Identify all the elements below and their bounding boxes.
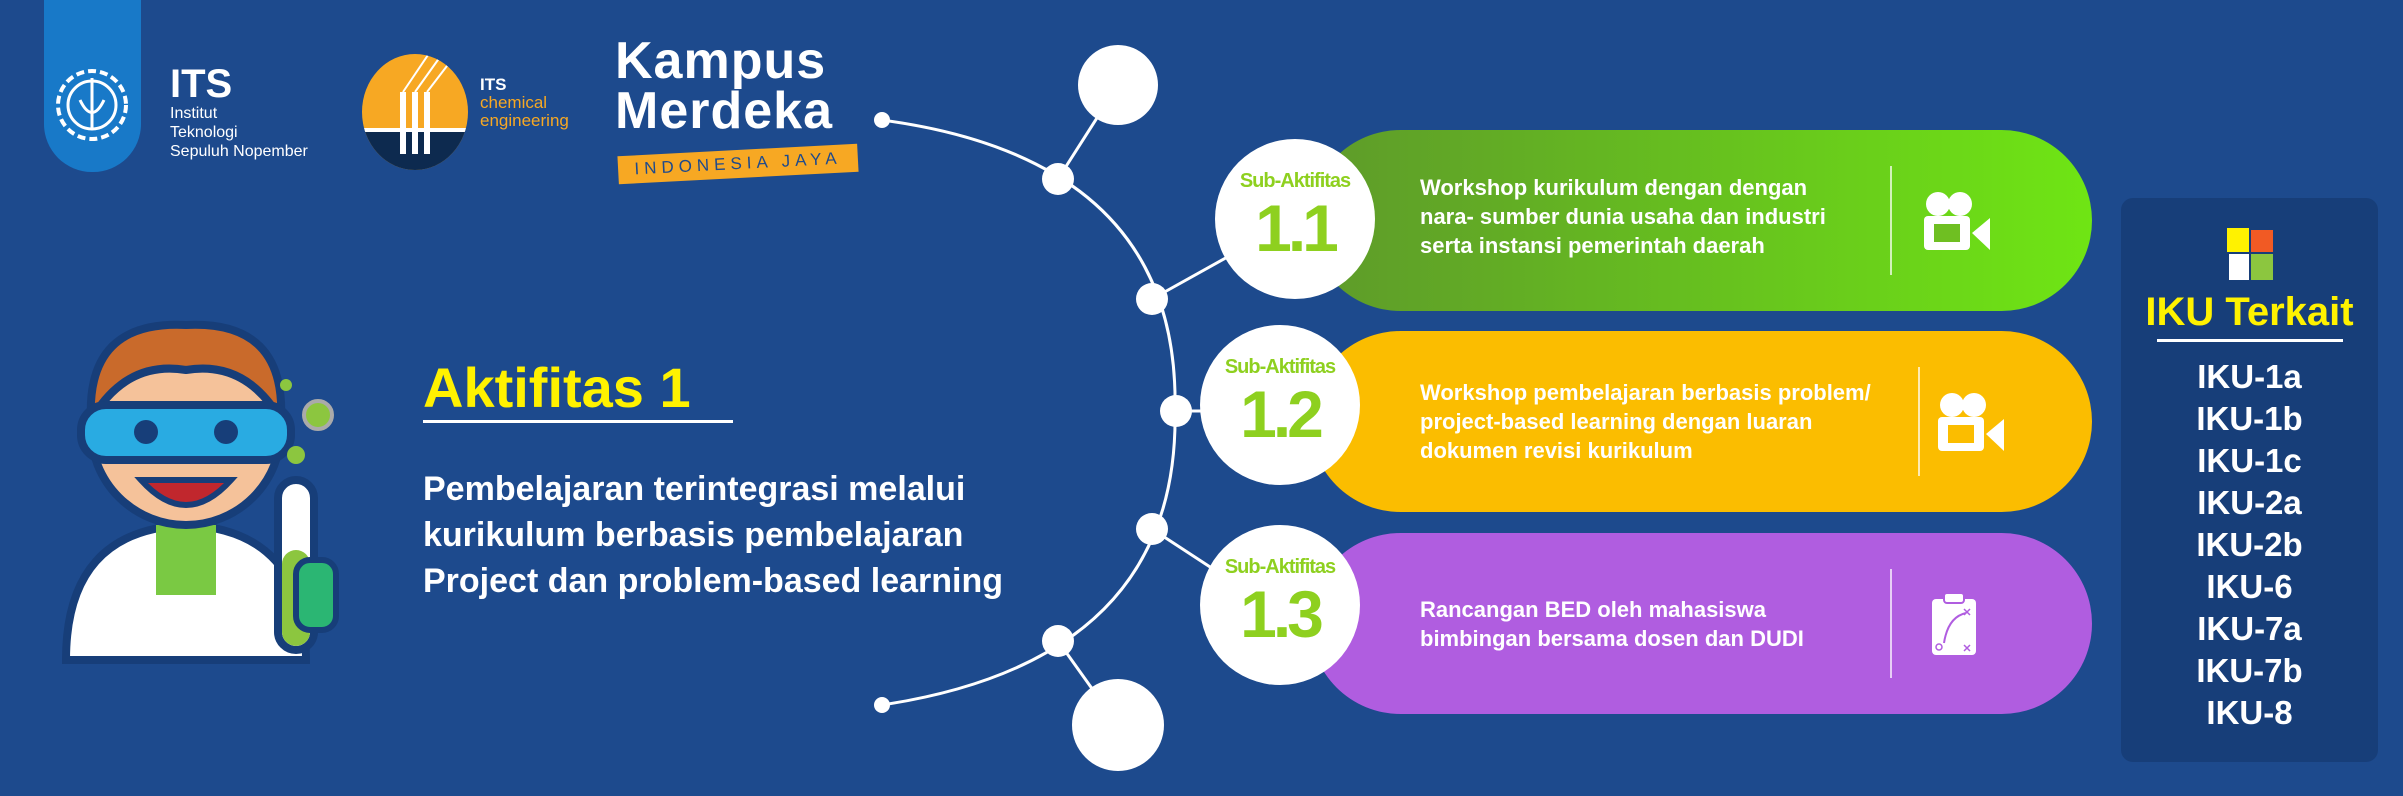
iku-item: IKU-8: [2206, 694, 2293, 731]
iku-item: IKU-7a: [2197, 610, 2302, 647]
kampus-merdeka-logo: Kampus Merdeka: [615, 32, 833, 140]
sub-activity-1-3-card: Rancangan BED oleh mahasiswa bimbingan be…: [1310, 533, 2092, 714]
its-line: Teknologi: [170, 124, 238, 141]
card-line: nara- sumber dunia usaha dan industri: [1420, 204, 1826, 229]
card-line: bimbingan bersama dosen dan DUDI: [1420, 625, 1804, 651]
badge-label: Sub-Aktifitas: [1224, 556, 1336, 578]
arc-end-dot: [874, 112, 890, 128]
arc-end-dot: [874, 697, 890, 713]
badge-number: 1.1: [1255, 191, 1339, 265]
iku-item: IKU-2a: [2197, 484, 2302, 521]
iku-item: IKU-7b: [2196, 652, 2303, 689]
card-line: Rancangan BED oleh mahasiswa: [1420, 596, 1766, 622]
clipboard-strategy-icon: [1932, 593, 1976, 655]
its-line: Sepuluh Nopember: [170, 143, 308, 160]
chem-line: chemical: [480, 93, 548, 112]
kampus-line2: Merdeka: [615, 82, 833, 140]
description-line: kurikulum berbasis pembelajaran: [423, 516, 964, 554]
its-line: Institut: [170, 105, 218, 122]
iku-item: IKU-1c: [2197, 442, 2302, 479]
iku-panel: IKU Terkait IKU-1a IKU-1b IKU-1c IKU-2a …: [2121, 198, 2378, 762]
card-line: dokumen revisi kurikulum: [1420, 438, 1693, 463]
arc-node-large: [1072, 679, 1164, 771]
badge-number: 1.3: [1240, 577, 1324, 651]
title-underline: [423, 420, 733, 423]
sub-activity-1-1-card: Workshop kurikulum dengan dengan nara- su…: [1310, 130, 2092, 311]
arc-node: [1136, 283, 1168, 315]
iku-title: IKU Terkait: [2145, 290, 2354, 334]
iku-item: IKU-1a: [2197, 358, 2302, 395]
arc-node: [1160, 395, 1192, 427]
arc-node: [1042, 625, 1074, 657]
chemical-engineering-text: ITS chemical engineering: [480, 76, 569, 130]
chemical-engineering-logo-icon: [362, 54, 468, 170]
activity-title: Aktifitas 1: [423, 356, 691, 419]
badge-label: Sub-Aktifitas: [1239, 170, 1351, 192]
iku-item: IKU-1b: [2196, 400, 2303, 437]
scientist-illustration-icon: [61, 320, 339, 664]
description-line: Project dan problem-based learning: [423, 562, 1004, 600]
arc-node: [1042, 163, 1074, 195]
video-camera-icon: [1924, 192, 1990, 250]
arc-node: [1136, 513, 1168, 545]
its-logo-band: [44, 0, 141, 172]
card-line: Workshop kurikulum dengan dengan: [1420, 175, 1808, 200]
chem-abbr: ITS: [480, 75, 507, 94]
chem-line: engineering: [480, 111, 569, 130]
iku-item: IKU-2b: [2196, 526, 2303, 563]
kampus-line1: Kampus: [615, 32, 827, 90]
iku-underline: [2156, 339, 2343, 342]
arc-node-large: [1078, 45, 1158, 125]
badge-label: Sub-Aktifitas: [1224, 356, 1336, 378]
sub-activity-1-2-card: Workshop pembelajaran berbasis problem/p…: [1310, 331, 2092, 512]
its-logo-text: ITS Institut Teknologi Sepuluh Nopember: [170, 64, 308, 161]
puzzle-icon: [2227, 228, 2273, 280]
card-line: project-based learning dengan luaran: [1420, 409, 1813, 434]
badge-number: 1.2: [1240, 377, 1324, 451]
card-line: Workshop pembelajaran berbasis problem/: [1420, 380, 1871, 405]
video-camera-icon: [1938, 393, 2004, 451]
its-emblem-icon: [56, 69, 128, 141]
its-abbr: ITS: [170, 62, 233, 106]
description-line: Pembelajaran terintegrasi melalui: [423, 470, 966, 508]
iku-item: IKU-6: [2206, 568, 2293, 605]
activity-description: Pembelajaran terintegrasi melalui kuriku…: [423, 466, 1063, 604]
card-line: serta instansi pemerintah daerah: [1420, 233, 1765, 258]
